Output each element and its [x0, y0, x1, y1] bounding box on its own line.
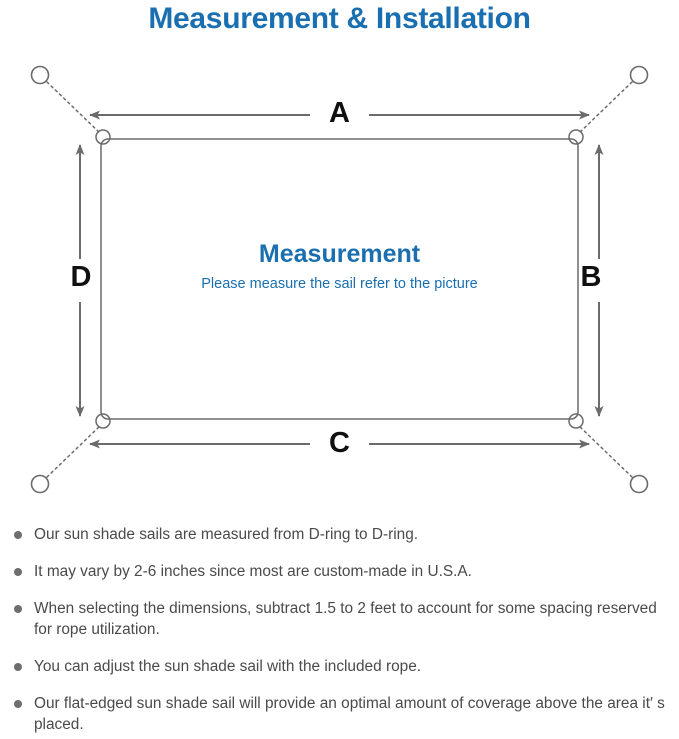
rope-dotted-line-icon-top-left	[46, 81, 102, 135]
d-ring-icon-top-right	[568, 129, 584, 145]
bullet-icon	[14, 568, 22, 576]
bullet-icon	[14, 700, 22, 708]
sail-center-caption: Measurement Please measure the sail refe…	[0, 239, 679, 295]
d-ring-icon-top-left	[95, 129, 111, 145]
list-item: Our flat-edged sun shade sail will provi…	[8, 693, 679, 735]
dimension-label-d: D	[70, 261, 92, 293]
d-ring-icon-bottom-right	[568, 413, 584, 429]
anchor-ring-icon-top-right	[629, 65, 649, 85]
note-text: It may vary by 2-6 inches since most are…	[34, 563, 472, 580]
dimension-label-a: A	[329, 97, 350, 129]
d-ring-icon-bottom-left	[95, 413, 111, 429]
note-text: Our flat-edged sun shade sail will provi…	[34, 695, 665, 733]
rope-dotted-line-icon-bottom-left	[46, 424, 102, 478]
notes-list: Our sun shade sails are measured from D-…	[8, 524, 679, 735]
list-item: It may vary by 2-6 inches since most are…	[8, 561, 679, 582]
note-text: When selecting the dimensions, subtract …	[34, 600, 657, 638]
page-title: Measurement & Installation	[148, 2, 531, 35]
note-text: You can adjust the sun shade sail with t…	[34, 658, 422, 675]
rope-dotted-line-icon-top-right	[577, 81, 633, 135]
list-item: Our sun shade sails are measured from D-…	[8, 524, 679, 545]
list-item: When selecting the dimensions, subtract …	[8, 598, 679, 640]
bullet-icon	[14, 663, 22, 671]
anchor-ring-icon-bottom-left	[30, 474, 50, 494]
sail-center-subheading: Please measure the sail refer to the pic…	[201, 276, 478, 292]
anchor-ring-icon-top-left	[30, 65, 50, 85]
sail-diagram-svg	[30, 65, 649, 494]
measurement-diagram: A C D B Measurement Please measure the s…	[0, 44, 679, 514]
bullet-icon	[14, 605, 22, 613]
anchor-ring-icon-bottom-right	[629, 474, 649, 494]
list-item: You can adjust the sun shade sail with t…	[8, 656, 679, 677]
shade-sail-shape	[100, 138, 579, 420]
rope-dotted-line-icon-bottom-right	[577, 424, 633, 478]
dimension-label-c: C	[329, 427, 350, 459]
dimension-label-b: B	[580, 261, 602, 293]
sail-center-heading: Measurement	[258, 240, 421, 268]
bullet-icon	[14, 531, 22, 539]
note-text: Our sun shade sails are measured from D-…	[34, 526, 419, 543]
